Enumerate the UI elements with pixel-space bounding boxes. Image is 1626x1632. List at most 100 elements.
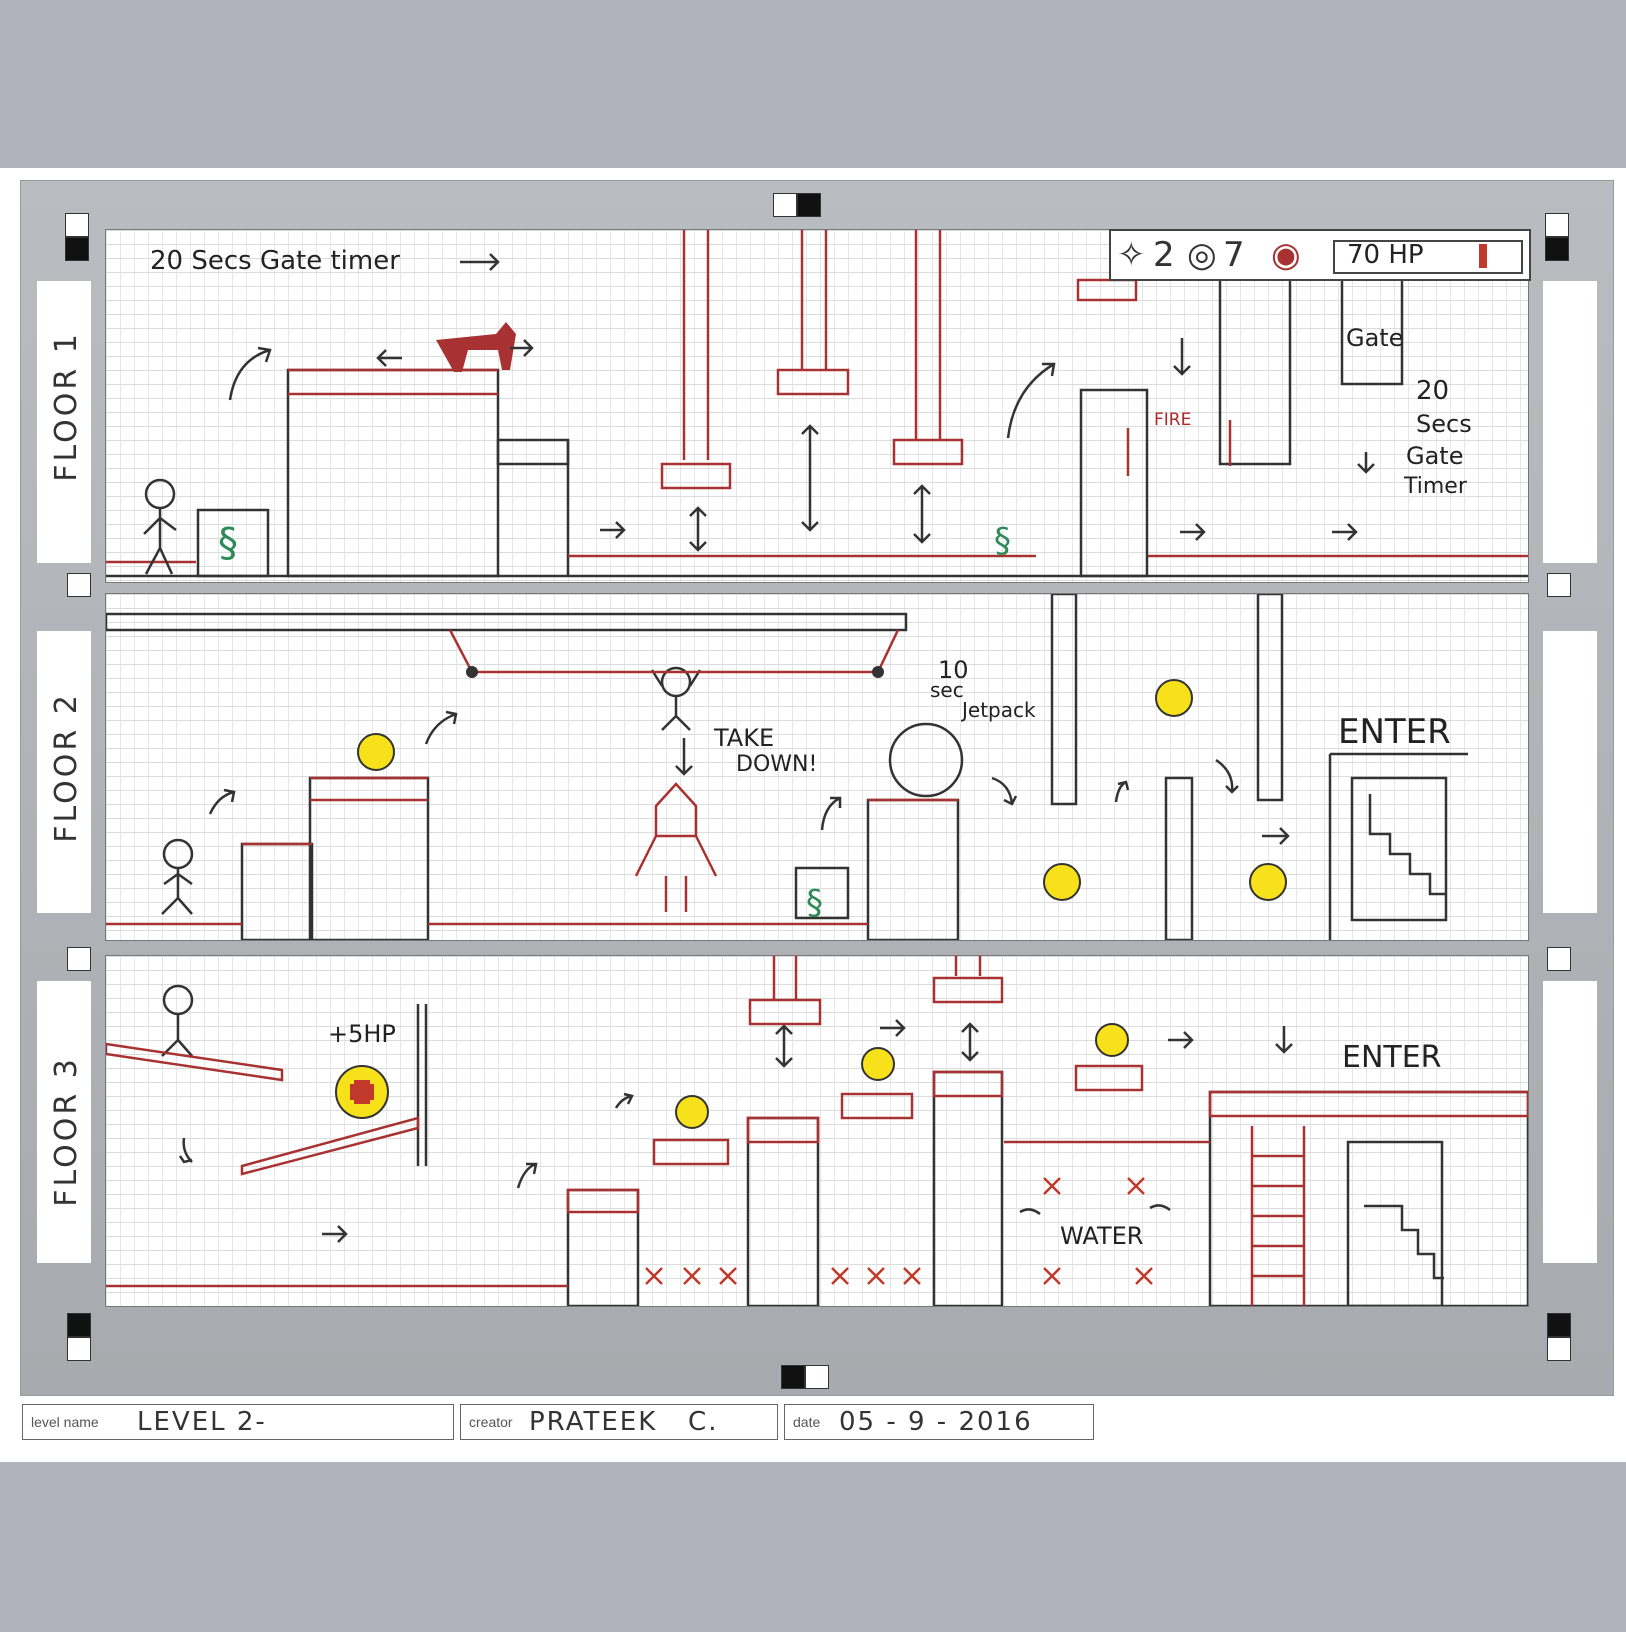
end-block [1208,1090,1528,1306]
jetpack-note-1: 10 [938,656,969,684]
svg-text:§: § [218,520,238,566]
floor-tab [37,281,91,563]
coin [357,733,395,771]
coin [1155,679,1193,717]
creator-label: creator [469,1414,513,1430]
gate-timer-side-4: Timer [1404,474,1467,499]
gate-timer-side-3: Gate [1406,442,1464,470]
ceiling-rail [106,612,908,632]
platform-block [866,798,960,940]
star-icon: ✧ [1117,235,1146,275]
pillar [1164,776,1194,940]
date-value: 05 - 9 - 2016 [839,1407,1033,1437]
hp-label: 70 HP [1347,240,1424,270]
svg-text:§: § [994,521,1011,561]
platform-block [308,776,430,940]
reg-mark [781,1365,805,1389]
floor-3: FLOOR 3 [49,955,1529,1307]
floor-tab [37,631,91,913]
svg-text:§: § [806,883,823,923]
coin [675,1095,709,1129]
coin-icon: ◎ [1187,235,1217,275]
take-down-note-2: DOWN! [736,752,818,777]
reg-mark [67,947,91,971]
reg-mark [67,1337,91,1361]
jetpack-note-3: Jetpack [962,698,1036,722]
jetpack-bubble [888,722,964,798]
crusher-head [1076,278,1138,302]
gate-timer-side-1: 20 [1416,376,1450,406]
hud-bar: ✧ 2 ◎ 7 ◉ 70 HP [1109,229,1531,281]
reg-mark [773,193,797,217]
health-bar: 70 HP [1333,240,1523,274]
floor-tab [1543,281,1597,563]
floor-1: FLOOR 1 [49,229,1529,583]
slope-plank [106,1042,284,1082]
level-sheet: FLOOR 1 [0,168,1626,1462]
jetpack-note-2: sec [930,678,964,702]
crusher-head [776,368,850,396]
reg-mark [797,193,821,217]
spring-box [794,866,850,920]
crusher-head [748,998,822,1026]
reg-mark [1545,237,1569,261]
floor-tab [1543,631,1597,913]
water-label: WATER [1060,1222,1144,1250]
crusher-head [892,438,964,466]
gate-timer-side-2: Secs [1416,410,1472,438]
ninja-head-icon: ◉ [1271,235,1301,275]
pillar-block [746,1116,820,1306]
floor-3-drawing [106,956,1528,1306]
level-name-value: LEVEL 2- [137,1407,267,1437]
health-fill [1479,244,1487,268]
date-box: date 05 - 9 - 2016 [784,1404,1094,1440]
plus-hp-label: +5HP [328,1020,396,1048]
take-down-note-1: TAKE [714,724,775,752]
step-block [566,1188,640,1306]
crusher-head [660,462,732,490]
exit-door [1346,1140,1444,1306]
pillar [1256,594,1284,802]
creator-value: PRATEEK C. [529,1407,719,1437]
enter-label: ENTER [1338,712,1451,752]
level-name-box: level name LEVEL 2- [22,1404,454,1440]
reg-mark [65,237,89,261]
slope-plank [240,1116,420,1176]
crusher-head [932,976,1004,1004]
reg-mark [805,1365,829,1389]
reg-mark [65,213,89,237]
star-count: 2 [1153,235,1175,275]
reg-mark [1547,947,1571,971]
creator-box: creator PRATEEK C. [460,1404,778,1440]
pillar [1079,388,1149,578]
coin [861,1047,895,1081]
fire-label: FIRE [1154,410,1192,430]
floor-tab [1543,981,1597,1263]
coin [1249,863,1287,901]
date-label: date [793,1414,821,1430]
coin [1043,863,1081,901]
level-frame: FLOOR 1 [20,180,1614,1396]
pillar [1050,594,1078,806]
step-platform [496,438,570,466]
floor-2-label: FLOOR 2 [48,691,84,843]
level-name-label: level name [31,1414,99,1430]
exit-door [1350,776,1448,922]
floor-2-drawing: § [106,594,1468,940]
enter-label: ENTER [1342,1040,1442,1075]
floor-2: FLOOR 2 [49,593,1529,941]
reg-mark [1547,1337,1571,1361]
pillar-block [932,1070,1004,1306]
gate-label: Gate [1346,324,1404,352]
spring-box [196,508,270,578]
floor-1-drawing: § § [106,230,1528,578]
coin-count: 7 [1223,235,1245,275]
platform-block [286,368,500,578]
reg-mark [67,573,91,597]
gate-timer-note: 20 Secs Gate timer [150,246,400,276]
step-block [240,842,314,940]
reg-mark [1547,1313,1571,1337]
coin [1095,1023,1129,1057]
floor-1-label: FLOOR 1 [48,330,84,482]
reg-mark [1545,213,1569,237]
